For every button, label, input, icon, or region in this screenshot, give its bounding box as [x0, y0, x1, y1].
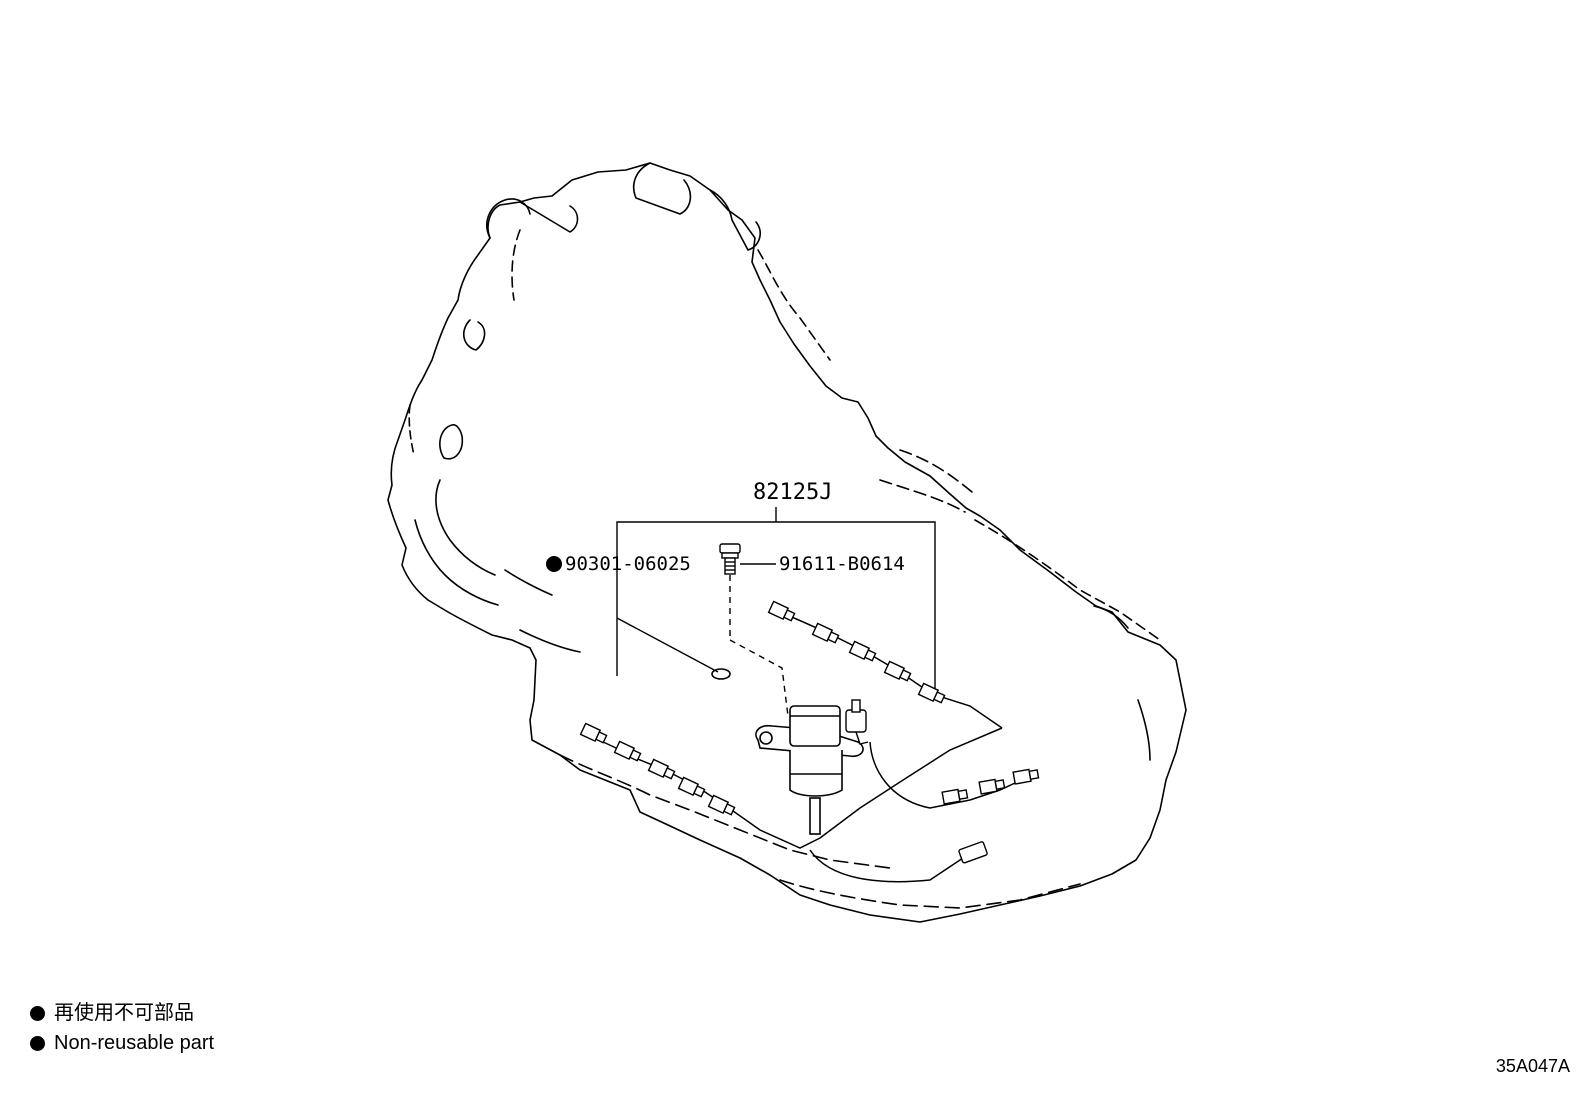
figure-id: 35A047A [1495, 1056, 1570, 1076]
harness-right-connectors [941, 768, 1040, 864]
non-reusable-marker-dot [546, 556, 562, 572]
harness-lower-connectors [579, 722, 736, 816]
leader-gasket [616, 617, 719, 673]
callout-82125j: 82125J [753, 480, 832, 505]
legend-text-en: Non-reusable part [54, 1032, 215, 1054]
harness-upper-connectors [767, 600, 946, 704]
leader-lines [616, 507, 936, 717]
non-reusable-dot-icon [30, 1035, 45, 1051]
harness-plug [845, 699, 869, 745]
legend-text-ja: 再使用不可部品 [54, 1002, 194, 1024]
leader-bolt-dashed-2 [729, 639, 789, 717]
neutral-switch-body [755, 705, 864, 835]
gasket-o-ring [711, 668, 731, 680]
non-reusable-dot-icon [30, 1005, 45, 1021]
harness-right-branch [809, 741, 1031, 883]
bolt-icon [719, 543, 741, 575]
callout-91611-b0614: 91611-B0614 [779, 553, 905, 575]
transmission-housing [387, 162, 1187, 923]
legend: 再使用不可部品 Non-reusable part [30, 998, 214, 1058]
callout-90301-06025: 90301-06025 [565, 553, 691, 575]
legend-row-en: Non-reusable part [30, 1028, 214, 1058]
legend-row-ja: 再使用不可部品 [30, 998, 214, 1028]
